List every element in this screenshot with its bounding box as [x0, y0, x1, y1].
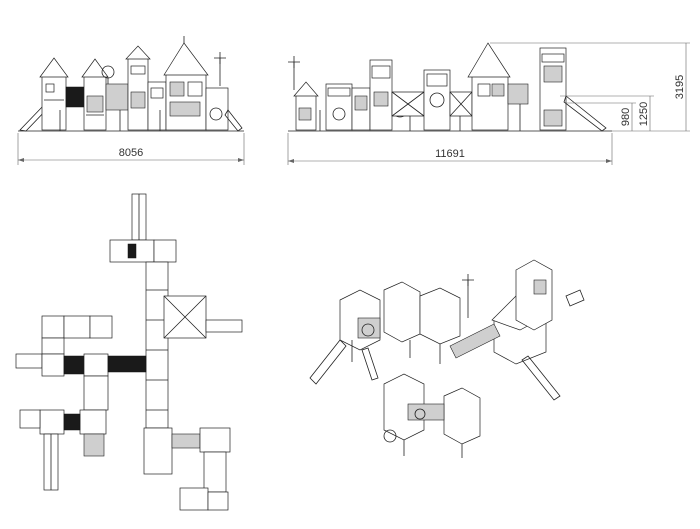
height-low-label: 980 [620, 108, 632, 126]
side-width-label: 11691 [435, 148, 465, 160]
front-width-label: 8056 [119, 147, 143, 159]
front-width-dimension: 8056 [17, 133, 245, 165]
isometric-view [309, 259, 585, 458]
side-width-dimension: 11691 [287, 133, 613, 165]
front-elevation [18, 36, 244, 132]
height-total-label: 3195 [674, 75, 686, 99]
side-elevation [288, 42, 612, 132]
height-dimensions: 3195 1250 980 [490, 42, 690, 132]
height-mid-label: 1250 [638, 102, 650, 126]
plan-view [15, 193, 243, 511]
